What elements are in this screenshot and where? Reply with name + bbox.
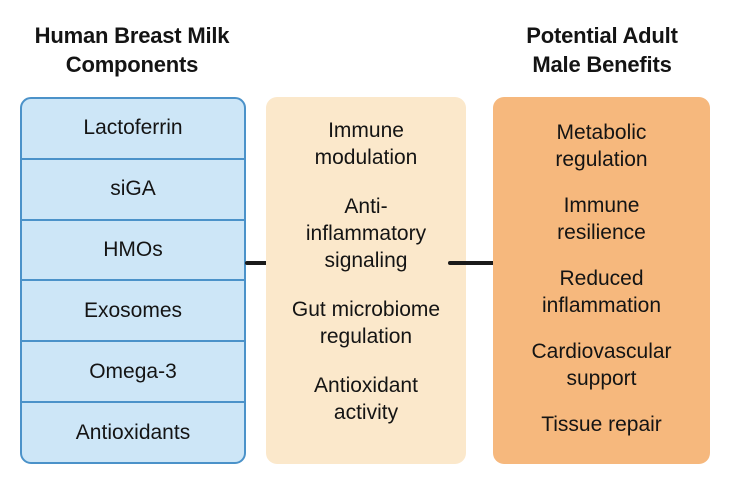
mechanisms-to-benefits-arrow-shaft bbox=[448, 261, 500, 265]
benefits-box: Metabolic regulation Immune resilience R… bbox=[493, 97, 710, 464]
mechanism-immune-modulation: Immune modulation bbox=[315, 117, 418, 171]
component-row-exosomes: Exosomes bbox=[22, 279, 244, 340]
text-line: resilience bbox=[557, 221, 646, 244]
component-row-siga: siGA bbox=[22, 157, 244, 219]
text-line: inflammatory bbox=[305, 222, 427, 245]
mechanism-antioxidant-activity: Antioxidant activity bbox=[314, 372, 418, 426]
text-line: signaling bbox=[324, 249, 408, 272]
text-line: modulation bbox=[314, 146, 418, 169]
benefit-metabolic-regulation: Metabolic regulation bbox=[555, 119, 647, 173]
left-column-title: Human Breast Milk Components bbox=[6, 21, 258, 79]
component-row-hmos: HMOs bbox=[22, 218, 244, 280]
mechanism-anti-inflammatory-signaling: Anti- inflammatory signaling bbox=[306, 193, 426, 274]
title-line: Male Benefits bbox=[532, 52, 672, 77]
components-to-mechanisms-connector bbox=[245, 261, 284, 265]
title-line: Components bbox=[65, 52, 199, 77]
text-line: Anti- bbox=[344, 195, 388, 218]
benefit-immune-resilience: Immune resilience bbox=[557, 192, 646, 246]
text-line: Reduced bbox=[559, 267, 644, 290]
text-line: regulation bbox=[319, 325, 413, 348]
text-line: Metabolic bbox=[556, 121, 647, 144]
text-line: inflammation bbox=[541, 294, 662, 317]
component-row-lactoferrin: Lactoferrin bbox=[83, 116, 183, 140]
benefit-reduced-inflammation: Reduced inflammation bbox=[542, 265, 661, 319]
text-line: Cardiovascular bbox=[531, 340, 672, 363]
benefit-cardiovascular-support: Cardiovascular support bbox=[531, 338, 671, 392]
title-line: Human Breast Milk bbox=[34, 23, 230, 48]
title-line: Potential Adult bbox=[526, 23, 678, 48]
text-line: activity bbox=[333, 401, 399, 424]
right-column-title: Potential Adult Male Benefits bbox=[478, 21, 726, 79]
text-line: support bbox=[566, 367, 637, 390]
text-line: Immune bbox=[563, 194, 640, 217]
mechanisms-box: Immune modulation Anti- inflammatory sig… bbox=[266, 97, 466, 464]
breast-milk-components-box: Lactoferrin siGA HMOs Exosomes Omega-3 A… bbox=[20, 97, 246, 464]
text-line: Tissue repair bbox=[541, 413, 662, 436]
text-line: Gut microbiome bbox=[291, 298, 441, 321]
text-line: Immune bbox=[328, 119, 404, 142]
mechanism-gut-microbiome-regulation: Gut microbiome regulation bbox=[292, 296, 440, 350]
benefit-tissue-repair: Tissue repair bbox=[541, 411, 662, 438]
component-row-antioxidants: Antioxidants bbox=[22, 401, 244, 462]
text-line: regulation bbox=[555, 148, 648, 171]
text-line: Antioxidant bbox=[314, 374, 418, 397]
component-row-omega3: Omega-3 bbox=[22, 340, 244, 401]
